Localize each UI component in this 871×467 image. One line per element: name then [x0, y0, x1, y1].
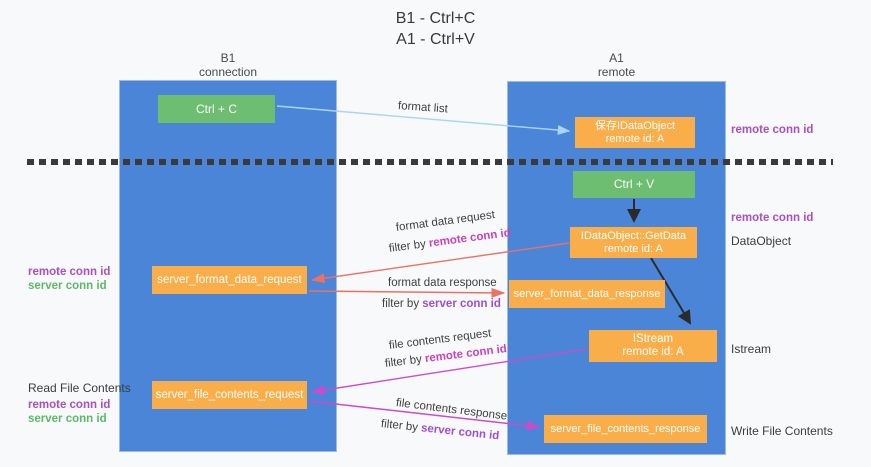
- server-file-contents-request-box: server_file_contents_request: [152, 381, 307, 409]
- filter-by-text: filter by: [382, 298, 423, 310]
- istream-line1: IStream: [632, 333, 674, 345]
- file-contents-response-filter-label: filter by server conn id: [380, 418, 499, 442]
- server-conn-id-inline: server conn id: [420, 422, 500, 443]
- filter-by-text: filter by: [388, 237, 430, 255]
- remote-conn-id-label-mid-right: remote conn id: [731, 212, 814, 224]
- ctrl-v-box: Ctrl + V: [573, 171, 695, 198]
- istream-line2: remote id: A: [622, 346, 684, 358]
- left-column-name: B1: [220, 51, 236, 65]
- ctrl-v-label: Ctrl + V: [613, 177, 655, 191]
- server-format-data-response-box: server_format_data_response: [509, 280, 665, 308]
- read-file-contents-label: Read File Contents: [28, 381, 131, 395]
- title-line-2: A1 - Ctrl+V: [396, 31, 475, 48]
- left-conn-id-block-top: remote conn id server conn id: [28, 265, 110, 293]
- server-format-data-request-box: server_format_data_request: [152, 266, 307, 294]
- file-contents-response-label: file contents response: [395, 397, 508, 423]
- dashed-separator-line: [27, 159, 833, 165]
- left-column-role: connection: [198, 65, 258, 79]
- write-file-contents-label: Write File Contents: [731, 424, 833, 438]
- ctrl-c-box: Ctrl + C: [158, 95, 275, 123]
- idataobject-getdata-box: IDataObject::GetData remote id: A: [570, 227, 697, 258]
- getdata-line1: IDataObject::GetData: [580, 229, 687, 242]
- istream-box: IStream remote id: A: [589, 330, 717, 362]
- save-idataobject-box: 保存IDataObject remote id: A: [575, 117, 695, 148]
- format-data-response-label: format data response: [388, 277, 497, 289]
- server-format-data-request-label: server_format_data_request: [157, 273, 302, 286]
- istream-side-label: Istream: [731, 342, 772, 356]
- left-column-header: B1 connection: [119, 51, 337, 79]
- filter-by-text: filter by: [384, 353, 426, 370]
- remote-conn-id-label-bottom-left: remote conn id: [28, 399, 111, 411]
- diagram-title: B1 - Ctrl+C A1 - Ctrl+V: [0, 8, 871, 50]
- dataobject-label: DataObject: [731, 234, 792, 248]
- server-file-contents-response-label: server_file_contents_response: [550, 422, 701, 435]
- server-format-data-response-label: server_format_data_response: [513, 287, 661, 300]
- ctrl-c-label: Ctrl + C: [195, 101, 237, 116]
- left-conn-id-block-bottom: Read File Contents remote conn id server…: [28, 381, 131, 426]
- filter-by-text: filter by: [380, 418, 422, 435]
- format-list-label: format list: [397, 100, 449, 116]
- server-file-contents-response-box: server_file_contents_response: [544, 415, 707, 443]
- right-column-header: A1 remote: [507, 51, 726, 79]
- server-conn-id-label-bottom-left: server conn id: [28, 413, 107, 425]
- remote-conn-id-inline: remote conn id: [424, 343, 508, 366]
- title-line-1: B1 - Ctrl+C: [395, 10, 476, 27]
- remote-conn-id-label-left: remote conn id: [28, 266, 111, 278]
- right-column-role: remote: [597, 65, 636, 79]
- remote-conn-id-inline: remote conn id: [428, 227, 512, 250]
- format-data-response-arrow: [308, 287, 506, 298]
- getdata-line2: remote id: A: [604, 242, 663, 255]
- server-conn-id-label-left: server conn id: [28, 280, 107, 292]
- right-column-name: A1: [609, 51, 624, 65]
- server-file-contents-request-label: server_file_contents_request: [155, 388, 304, 401]
- save-idataobject-line2: remote id: A: [605, 132, 665, 145]
- save-idataobject-line1: 保存IDataObject: [594, 119, 676, 132]
- format-data-response-filter-label: filter by server conn id: [382, 298, 501, 310]
- remote-conn-id-label-top-right: remote conn id: [731, 124, 814, 136]
- server-conn-id-inline: server conn id: [422, 298, 501, 310]
